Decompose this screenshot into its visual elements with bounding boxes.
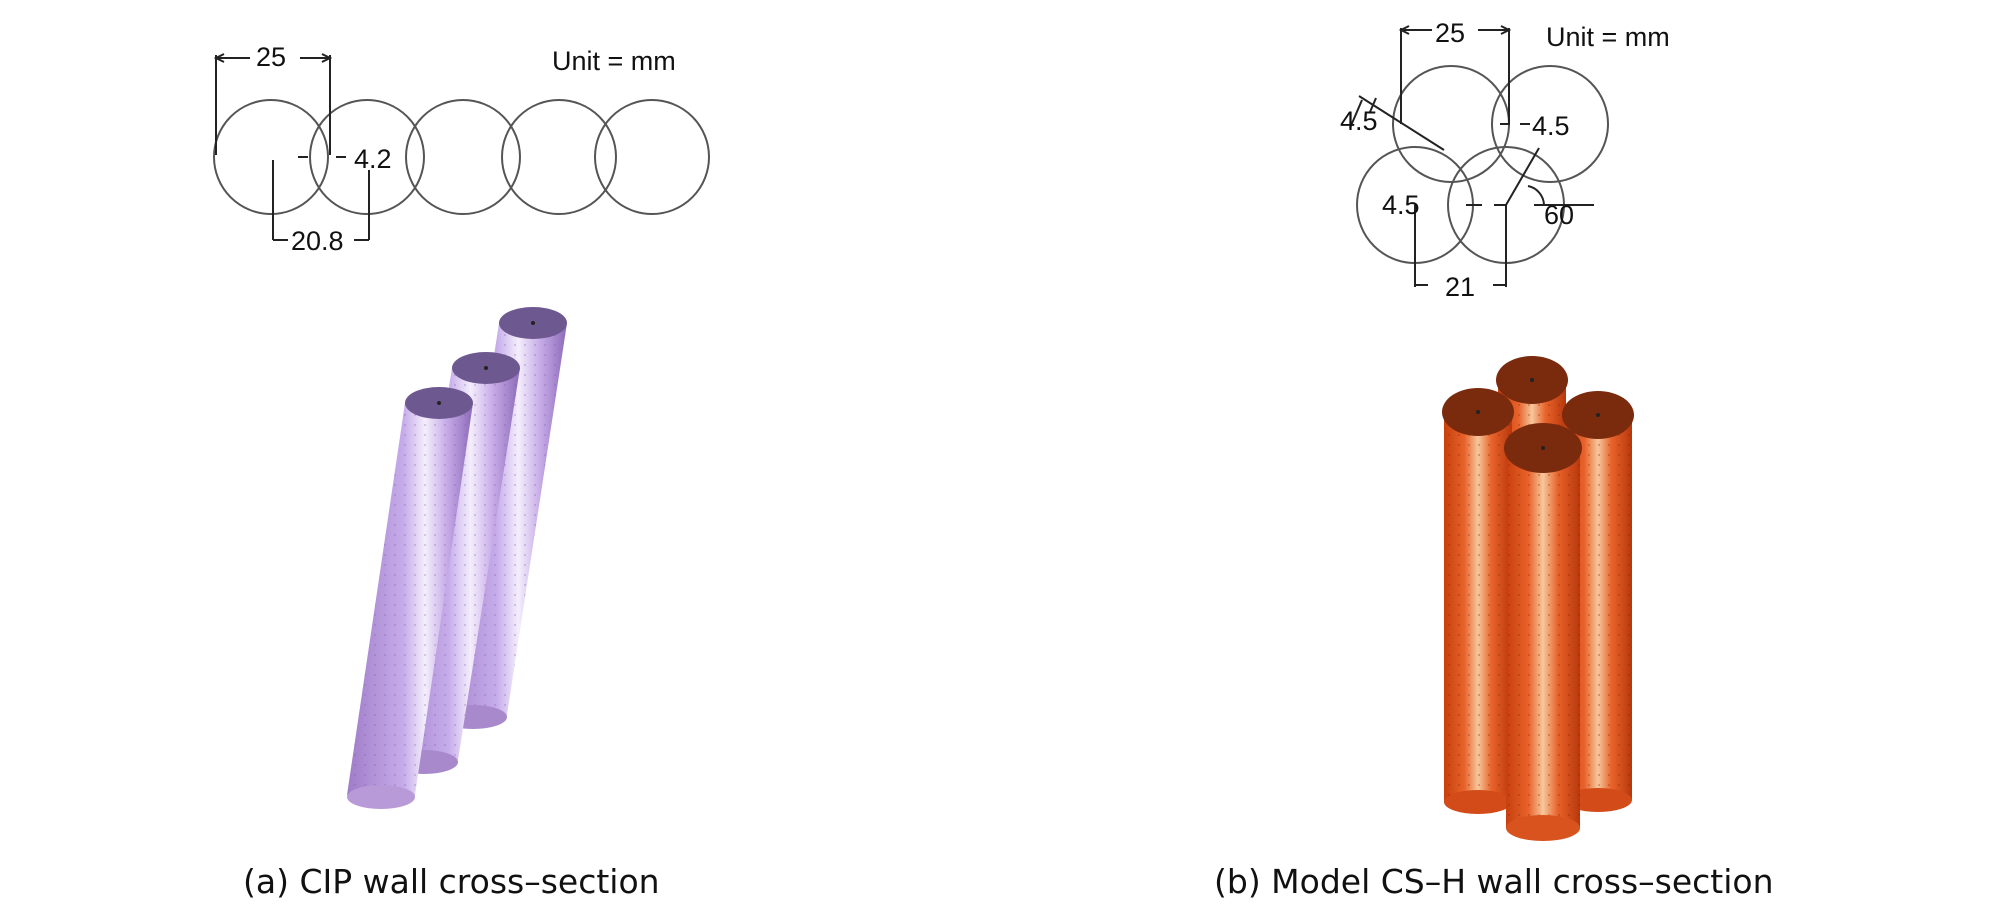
cip-wall-figure: 25 4.2 20.8 Unit = mm xyxy=(213,42,710,809)
caption-b: (b) Model CS–H wall cross–section xyxy=(1214,862,1774,901)
pile-circle xyxy=(594,99,710,215)
panel-a: 25 4.2 20.8 Unit = mm (a) CIP wall cross… xyxy=(213,42,710,901)
pile-circle xyxy=(405,99,521,215)
unit-label: Unit = mm xyxy=(1546,22,1670,52)
dimension-lines xyxy=(1349,25,1594,287)
spacing-label: 20.8 xyxy=(291,226,344,256)
overlap-label: 4.2 xyxy=(354,144,392,174)
overlap-left-label: 4.5 xyxy=(1340,106,1378,136)
overlap-right-label: 4.5 xyxy=(1532,111,1570,141)
pile-circle xyxy=(309,99,425,215)
pile-circle xyxy=(213,99,329,215)
cip-3d-model xyxy=(347,307,567,809)
cross-section-circles xyxy=(213,99,710,215)
diameter-label: 25 xyxy=(256,42,286,72)
angle-label: 60 xyxy=(1544,200,1574,230)
cs-h-wall-figure: 25 Unit = mm 4.5 4.5 4.5 60 21 xyxy=(1340,18,1670,841)
overlap-bottom-label: 4.5 xyxy=(1382,190,1420,220)
panel-b: 25 Unit = mm 4.5 4.5 4.5 60 21 xyxy=(1004,0,2008,909)
cs-h-3d-model xyxy=(1442,356,1634,841)
caption-a: (a) CIP wall cross–section xyxy=(243,862,660,901)
pile-circle xyxy=(1491,65,1609,183)
spacing-label: 21 xyxy=(1445,272,1475,302)
pile-circle xyxy=(501,99,617,215)
dimension-lines xyxy=(213,53,370,241)
diameter-label: 25 xyxy=(1435,18,1465,48)
unit-label: Unit = mm xyxy=(552,46,676,76)
cross-section-circles xyxy=(1356,65,1609,264)
